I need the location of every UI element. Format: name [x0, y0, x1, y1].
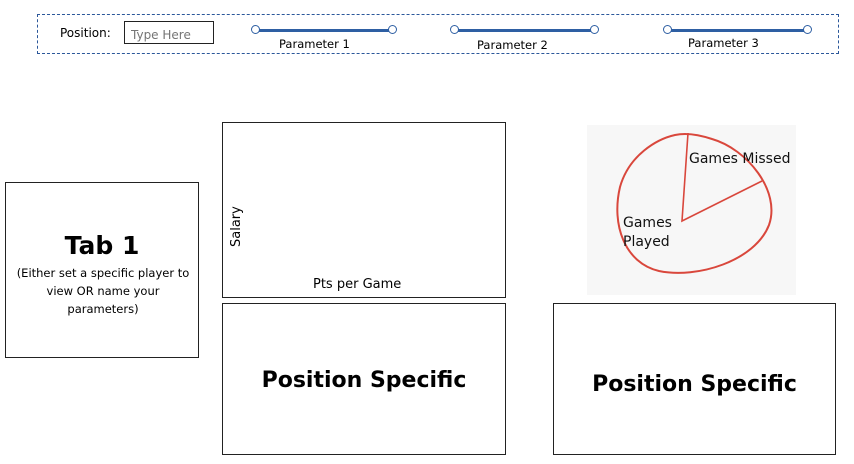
pie-sketch: Games Missed Games Played — [587, 125, 796, 295]
tab-1-subtitle: (Either set a specific player to view OR… — [16, 266, 190, 316]
parameter-3-slider[interactable] — [663, 25, 812, 37]
slider-max-handle[interactable] — [590, 25, 599, 34]
position-specific-right-label: Position Specific — [592, 372, 797, 397]
parameter-3-label: Parameter 3 — [688, 36, 759, 50]
pie-drawing — [616, 132, 773, 274]
parameter-2-slider[interactable] — [450, 25, 599, 37]
pie-label-games-missed: Games Missed — [689, 151, 791, 167]
tab-1-title: Tab 1 — [64, 231, 140, 260]
slider-max-handle[interactable] — [388, 25, 397, 34]
slider-max-handle[interactable] — [803, 25, 812, 34]
position-specific-right-panel: Position Specific — [553, 303, 836, 455]
slider-track — [255, 29, 393, 32]
pie-outline — [616, 133, 773, 274]
slider-min-handle[interactable] — [663, 25, 672, 34]
pie-label-games-played: Games Played — [623, 215, 672, 250]
scatter-panel: Salary Pts per Game — [222, 122, 506, 298]
slider-track — [454, 29, 595, 32]
pie-slice-divider — [681, 132, 763, 223]
position-specific-left-panel: Position Specific — [222, 303, 506, 455]
slider-min-handle[interactable] — [450, 25, 459, 34]
position-input[interactable] — [124, 21, 214, 44]
parameter-1-slider[interactable] — [251, 25, 397, 37]
x-axis-label: Pts per Game — [313, 277, 402, 292]
parameter-1-label: Parameter 1 — [279, 37, 350, 51]
position-specific-left-label: Position Specific — [261, 368, 467, 393]
position-label: Position: — [60, 26, 111, 40]
parameter-2-label: Parameter 2 — [477, 38, 548, 52]
parameter-toolbar — [37, 14, 839, 54]
slider-min-handle[interactable] — [251, 25, 260, 34]
y-axis-label: Salary — [229, 206, 244, 247]
slider-track — [667, 29, 808, 32]
tab-1-panel[interactable]: Tab 1 (Either set a specific player to v… — [5, 182, 199, 358]
